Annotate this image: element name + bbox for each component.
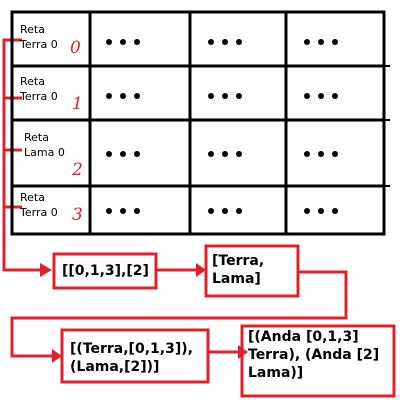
ellipsis-dot [304,93,310,99]
grid-edge-ticks [384,65,390,187]
ellipsis-dot [318,93,324,99]
arrow-into-step2 [196,263,206,277]
cell-ellipsis-r0-c2 [304,37,344,47]
ellipsis-dot [236,93,242,99]
ellipsis-dot [134,151,140,157]
ellipsis-dot [106,208,112,214]
cell-grid [10,10,386,236]
cell-ellipsis-r0-c1 [208,37,248,47]
ellipsis-dot [304,39,310,45]
ellipsis-dot [222,151,228,157]
flow-step-4-text: [(Anda [0,1,3] Terra), (Anda [2] Lama)] [248,329,380,381]
ellipsis-dot [208,39,214,45]
ellipsis-dot [208,208,214,214]
cell-ellipsis-r2-c0 [106,149,146,159]
row-label-3: Reta Terra 0 [20,191,58,219]
cell-ellipsis-r2-c2 [304,149,344,159]
ellipsis-dot [332,208,338,214]
ellipsis-dot [134,39,140,45]
row-number-2: 2 [72,160,83,180]
cell-ellipsis-r0-c0 [106,37,146,47]
ellipsis-dot [222,93,228,99]
cell-ellipsis-r3-c0 [106,206,146,216]
ellipsis-dot [106,39,112,45]
ellipsis-dot [304,208,310,214]
cell-ellipsis-r3-c2 [304,206,344,216]
row-label-0: Reta Terra 0 [20,23,58,51]
ellipsis-dot [236,151,242,157]
flow-step-3-text: [(Terra,[0,1,3]), (Lama,[2])] [70,341,193,375]
ellipsis-dot [222,208,228,214]
cell-ellipsis-r1-c1 [208,91,248,101]
flow-step-1-text: [[0,1,3],[2] [62,263,149,279]
ellipsis-dot [134,93,140,99]
ellipsis-dot [120,39,126,45]
arrow-into-step3 [52,349,62,363]
ellipsis-dot [236,39,242,45]
connector-step2-to-step3 [10,270,348,358]
ellipsis-dot [208,93,214,99]
cell-ellipsis-r1-c2 [304,91,344,101]
ellipsis-dot [304,151,310,157]
ellipsis-dot [222,39,228,45]
row-label-2: Reta Lama 0 [24,131,65,159]
ellipsis-dot [318,39,324,45]
flow-box-1 [52,252,158,290]
row-number-0: 0 [70,38,81,58]
ellipsis-dot [332,39,338,45]
ellipsis-dot [120,93,126,99]
ellipsis-dot [208,151,214,157]
cell-ellipsis-r3-c1 [208,206,248,216]
ellipsis-dot [120,208,126,214]
flow-boxes [52,244,396,398]
flow-step-2-text: [Terra, Lama] [212,253,265,287]
cell-ellipsis-r1-c0 [106,91,146,101]
row-label-1: Reta Terra 0 [20,75,58,103]
arrow-into-step1 [40,263,52,277]
flow-box-3 [60,328,210,384]
row-number-3: 3 [72,205,83,225]
ellipsis-dot [106,151,112,157]
flow-box-2 [204,244,300,298]
ellipsis-dot [332,93,338,99]
ellipsis-dot [134,208,140,214]
ellipsis-dot [120,151,126,157]
ellipsis-dot [236,208,242,214]
ellipsis-dot [318,151,324,157]
ellipsis-dot [318,208,324,214]
cell-ellipsis-r2-c1 [208,149,248,159]
grid-outer-border [10,10,386,236]
ellipsis-dot [106,93,112,99]
row-number-1: 1 [72,94,83,114]
flow-box-4 [240,324,396,398]
ellipsis-dot [332,151,338,157]
